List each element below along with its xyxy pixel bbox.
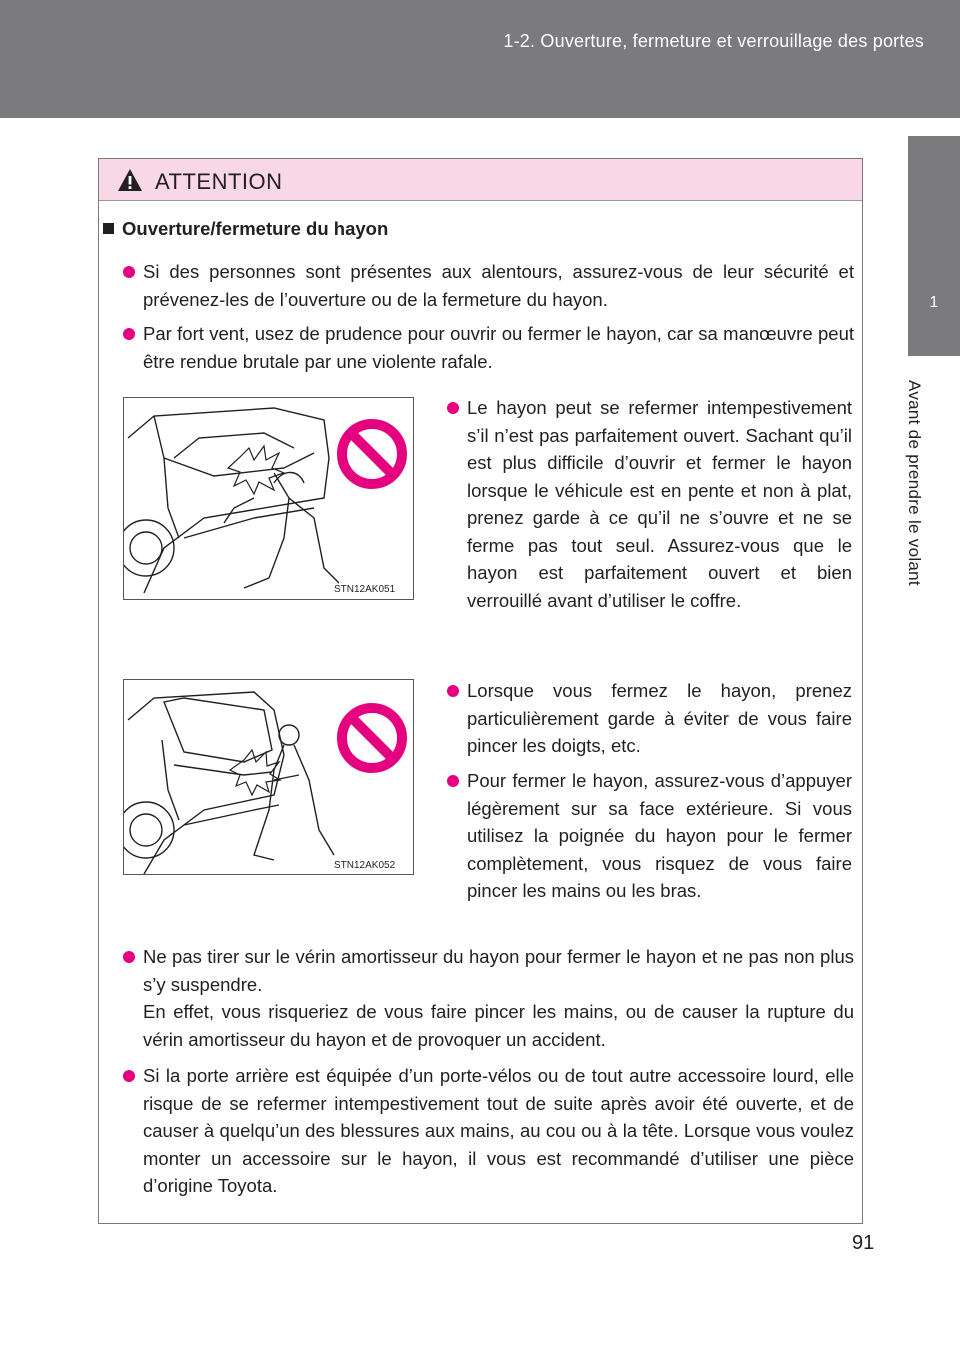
bullet-text: Si la porte arrière est équipée d’un por… [143,1065,854,1196]
illustration-tailgate-open: STN12AK051 [117,397,414,600]
bullet-text: Ne pas tirer sur le vérin amortisseur du… [143,946,854,995]
square-bullet-icon [103,223,114,234]
section-title: 1-2. Ouverture, fermeture et verrouillag… [503,31,924,51]
bullet-item: Si des personnes sont présentes aux alen… [123,258,854,313]
bullet-dot-icon [447,685,459,697]
warning-header: ATTENTION [99,159,862,201]
prohibited-icon [337,419,407,489]
section-heading: Ouverture/fermeture du hayon [103,218,388,240]
warning-title: ATTENTION [155,169,283,194]
page-number: 91 [852,1232,875,1254]
bullet-dot-icon [123,266,135,278]
header-band [0,0,960,118]
illustration-code: STN12AK052 [334,860,396,871]
chapter-title: Avant de prendre le volant [905,380,924,586]
prohibited-icon [337,703,407,773]
bullet-continuation-text: En effet, vous risqueriez de vous faire … [143,1001,854,1050]
illustration-code: STN12AK051 [334,584,396,595]
bullet-item: Par fort vent, usez de prudence pour ouv… [123,320,854,375]
warning-box: ATTENTION [98,158,863,1224]
bullet-item: Si la porte arrière est équipée d’un por… [123,1062,854,1200]
car-tailgate-illustration [117,691,407,875]
warning-triangle-icon [118,169,142,191]
bullet-text: Lorsque vous fermez le hayon, prenez par… [467,680,852,756]
bullet-text: Si des personnes sont présentes aux alen… [143,261,854,310]
bullet-dot-icon [123,328,135,340]
chapter-number: 1 [929,294,939,311]
bullet-dot-icon [123,1070,135,1082]
bullet-text: Par fort vent, usez de prudence pour ouv… [143,323,854,372]
bullet-text: Le hayon peut se refermer intempestiveme… [467,397,852,611]
bullet-item: Ne pas tirer sur le vérin amortisseur du… [123,943,854,1053]
car-tailgate-illustration [117,407,407,594]
bullet-item: Le hayon peut se refermer intempestiveme… [447,394,852,614]
bullet-dot-icon [447,775,459,787]
bullet-text: Pour fermer le hayon, assurez-vous d’app… [467,770,852,901]
chapter-tab [908,136,960,356]
illustration-tailgate-closing: STN12AK052 [117,679,414,875]
bullet-item: Pour fermer le hayon, assurez-vous d’app… [447,767,852,905]
bullet-dot-icon [447,402,459,414]
section-heading-text: Ouverture/fermeture du hayon [122,218,389,239]
bullet-dot-icon [123,951,135,963]
bullet-item: Lorsque vous fermez le hayon, prenez par… [447,677,852,760]
